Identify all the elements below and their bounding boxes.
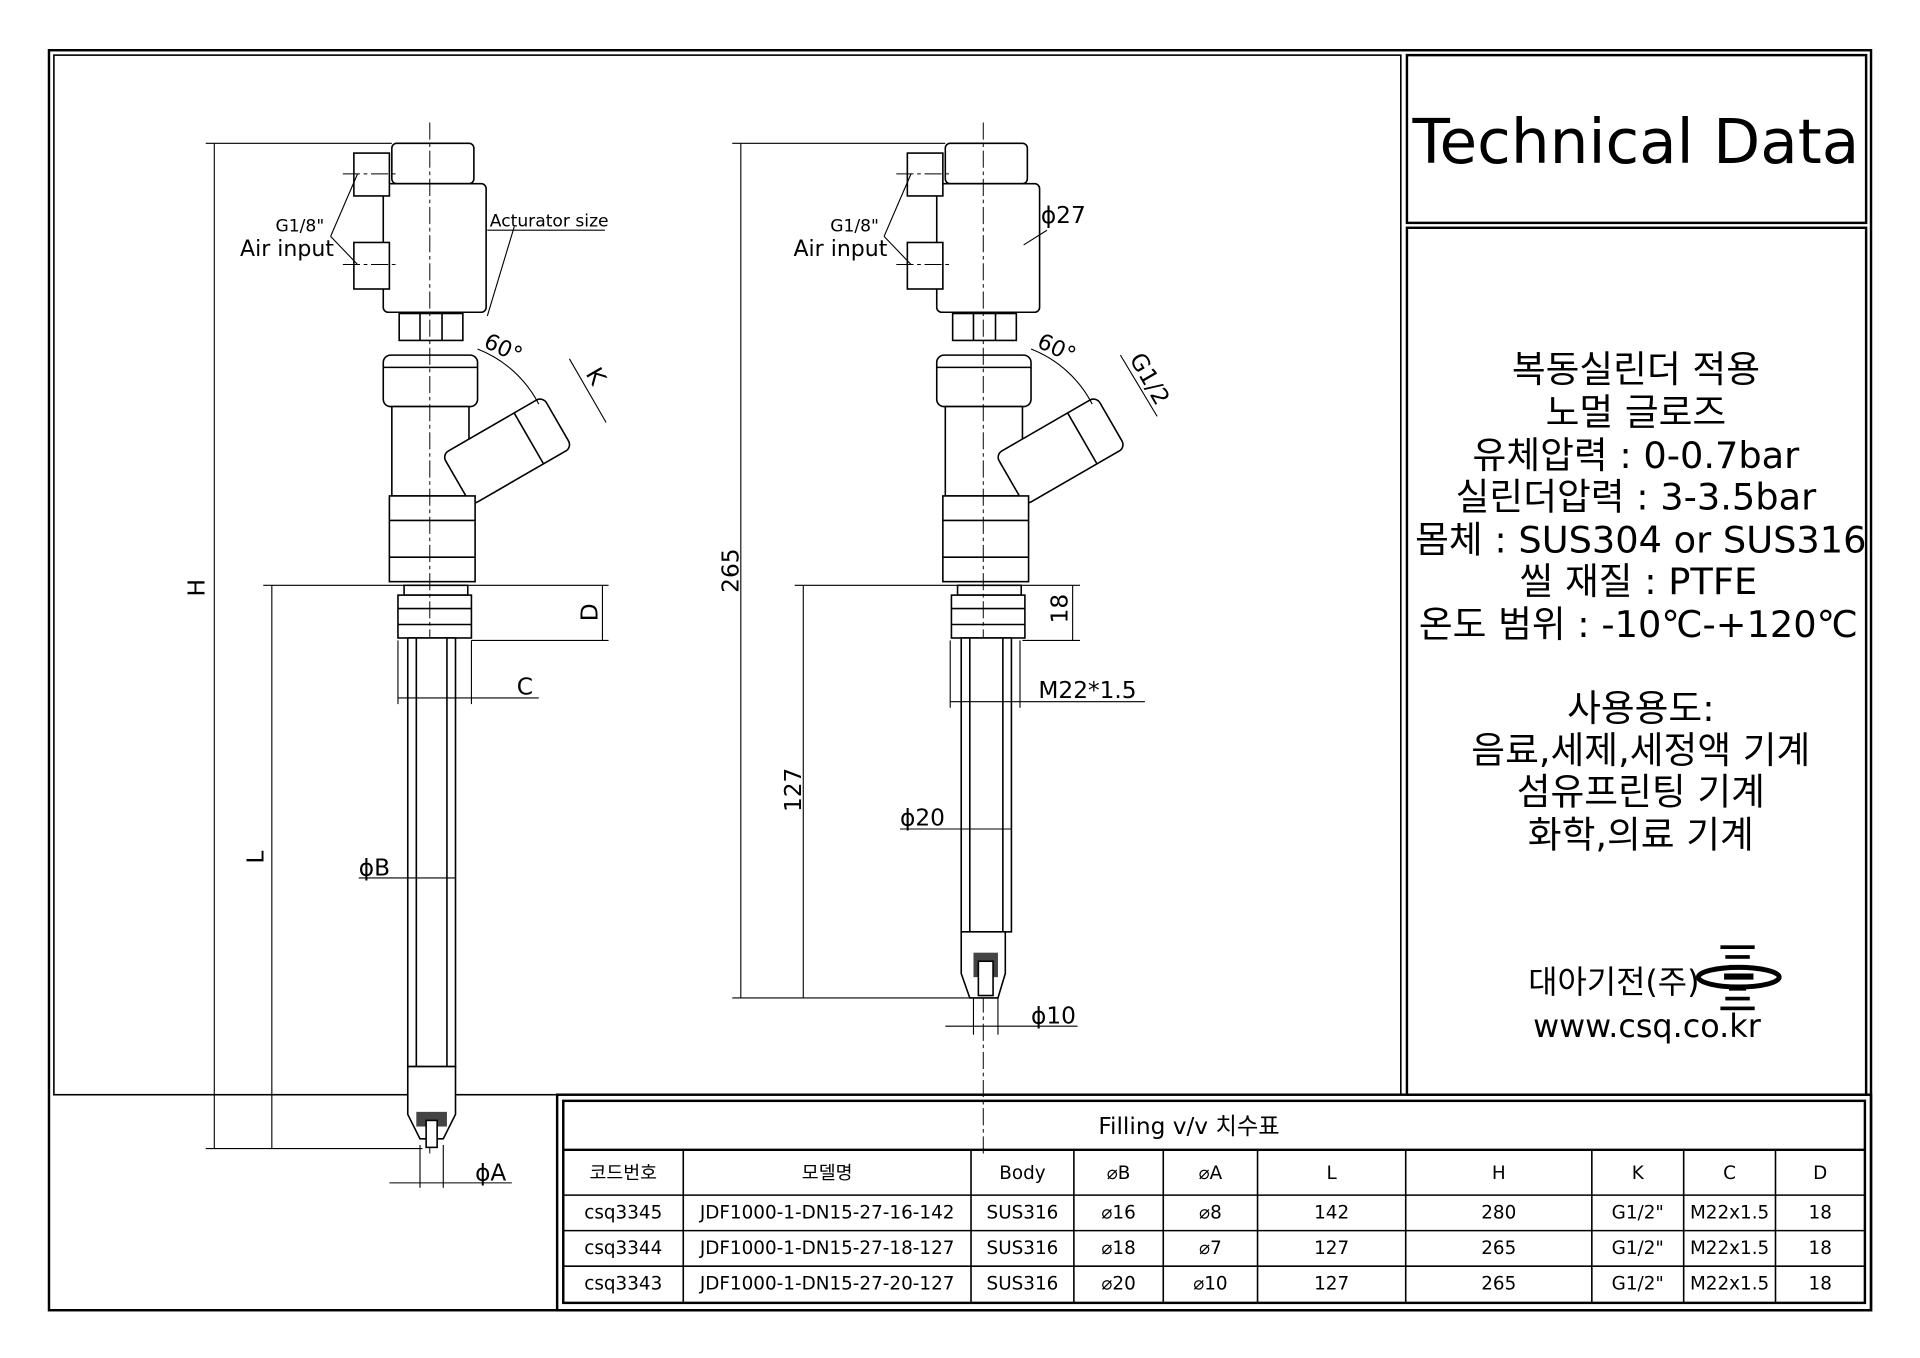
dim-label-265: 265	[717, 548, 744, 592]
table-cell: G1/2"	[1612, 1238, 1664, 1259]
table-title: Filling v/v 치수표	[1098, 1113, 1279, 1140]
title-box	[1405, 53, 1868, 225]
table-cell: 18	[1809, 1202, 1832, 1223]
page-title: Technical Data	[1412, 107, 1860, 178]
table-cell: G1/2"	[1612, 1202, 1664, 1223]
table-cell: 280	[1481, 1202, 1516, 1223]
valve-drawing-right: 265 127 18 M22*1.5 ϕ20 ϕ10 ϕ27 G1/2 G1/8…	[717, 121, 1175, 1158]
table-cell: M22x1.5	[1690, 1273, 1769, 1294]
table-header-cell: 코드번호	[589, 1163, 657, 1184]
spec-line: 복동실린더 적용	[1512, 348, 1760, 391]
dim-label-d27: ϕ27	[1041, 202, 1086, 229]
table-cell: SUS316	[987, 1273, 1059, 1294]
table-cell: 265	[1481, 1273, 1516, 1294]
spec-line: 몸체 : SUS304 or SUS316	[1415, 518, 1866, 561]
dim-label-b: ϕB	[359, 855, 390, 882]
table-cell: ⌀20	[1101, 1273, 1135, 1294]
dim-label-d20: ϕ20	[900, 804, 945, 831]
spec-line: 씰 재질 : PTFE	[1520, 560, 1758, 603]
dim-label-h: H	[183, 579, 210, 596]
company-url: www.csq.co.kr	[1533, 1007, 1762, 1045]
table-header-cell: H	[1492, 1163, 1506, 1184]
dimension-table: Filling v/v 치수표 코드번호 모델명 Body ⌀B ⌀A L H K C Dcsq3…	[555, 1093, 1873, 1312]
table-cell: SUS316	[987, 1238, 1059, 1259]
table-cell: 18	[1809, 1238, 1832, 1259]
table-cell: ⌀16	[1101, 1202, 1135, 1223]
table-header-cell: D	[1813, 1163, 1827, 1184]
table-cell: 127	[1314, 1273, 1349, 1294]
table-header-cell: Body	[999, 1163, 1045, 1184]
spec-line: 노멀 글로즈	[1546, 391, 1727, 434]
dim-label-d: D	[577, 603, 604, 621]
table-cell: ⌀8	[1199, 1202, 1222, 1223]
air-input-label: Air input	[793, 237, 887, 262]
g18-label: G1/8"	[276, 216, 325, 236]
dim-label-c: C	[517, 673, 533, 700]
usage-line: 음료,세제,세정액 기계	[1471, 729, 1810, 772]
table-cell: 127	[1314, 1238, 1349, 1259]
company-name: 대아기전(주)	[1528, 963, 1699, 1001]
dim-label-l: L	[242, 851, 269, 864]
dim-label-a: ϕA	[475, 1159, 506, 1186]
dim-label-d10: ϕ10	[1031, 1003, 1076, 1030]
spec-list: 복동실린더 적용 노멀 글로즈 유체압력 : 0-0.7bar 실린더압력 : …	[1415, 348, 1866, 856]
usage-line: 사용용도:	[1567, 687, 1715, 730]
dim-label-thread: M22*1.5	[1038, 677, 1136, 704]
table-cell: 18	[1809, 1273, 1832, 1294]
table-cell: csq3343	[584, 1273, 662, 1294]
table-cell: ⌀18	[1101, 1238, 1135, 1259]
table-cell: SUS316	[987, 1202, 1059, 1223]
table-cell: ⌀10	[1193, 1273, 1227, 1294]
table-cell: 142	[1314, 1202, 1349, 1223]
table-cell: csq3344	[584, 1238, 662, 1259]
spec-line: 실린더압력 : 3-3.5bar	[1456, 475, 1817, 518]
usage-line: 화학,의료 기계	[1528, 813, 1754, 856]
table-cell: JDF1000-1-DN15-27-20-127	[699, 1273, 955, 1294]
table-cell: JDF1000-1-DN15-27-16-142	[699, 1202, 955, 1223]
spec-line: 온도 범위 : -10℃-+120℃	[1419, 603, 1858, 646]
table-cell: M22x1.5	[1690, 1238, 1769, 1259]
dim-label-g12: G1/2	[1124, 348, 1175, 410]
table-header-cell: C	[1723, 1163, 1736, 1184]
table-cell: M22x1.5	[1690, 1202, 1769, 1223]
table-header-cell: 모델명	[802, 1163, 853, 1184]
angle-label: 60°	[480, 329, 526, 368]
valve-drawing-left: H L D C ϕB ϕA K G1/8" Air input Acturato…	[183, 121, 611, 1188]
spec-line: 유체압력 : 0-0.7bar	[1473, 434, 1801, 477]
usage-line: 섬유프린팅 기계	[1517, 771, 1765, 814]
table-cell: JDF1000-1-DN15-27-18-127	[699, 1238, 955, 1259]
table-cell: G1/2"	[1612, 1273, 1664, 1294]
table-header-cell: ⌀B	[1107, 1163, 1131, 1184]
table-cell: ⌀7	[1199, 1238, 1222, 1259]
g18-label: G1/8"	[830, 216, 879, 236]
air-input-label: Air input	[240, 237, 334, 262]
table-cell: csq3345	[584, 1202, 662, 1223]
dim-label-127: 127	[780, 768, 807, 812]
table-header-cell: L	[1327, 1163, 1338, 1184]
table-header-cell: ⌀A	[1199, 1163, 1223, 1184]
company-logo-icon	[1695, 945, 1782, 1011]
actuator-size-label: Acturator size	[490, 212, 609, 232]
dim-label-18: 18	[1047, 594, 1074, 624]
table-cell: 265	[1481, 1238, 1516, 1259]
angle-label: 60°	[1033, 329, 1079, 368]
table-header-cell: K	[1632, 1163, 1645, 1184]
